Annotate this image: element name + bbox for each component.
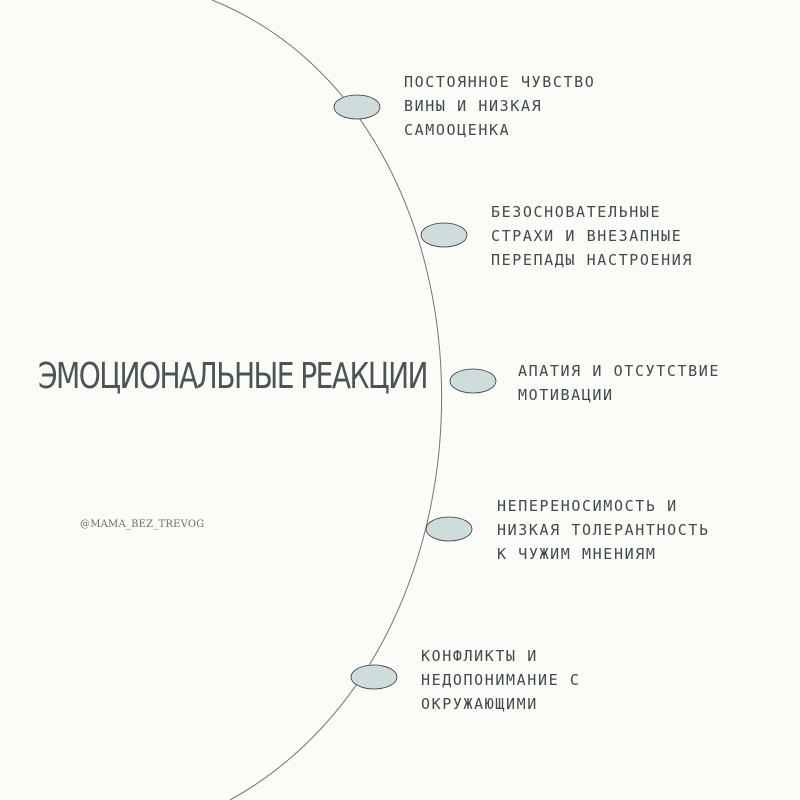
timeline-node-3 [449, 368, 497, 394]
reaction-item-line: НЕПЕРЕНОСИМОСТЬ И [497, 497, 678, 515]
timeline-node-5 [350, 664, 398, 690]
timeline-node-2 [420, 222, 468, 248]
reaction-item-line: ПЕРЕПАДЫ НАСТРОЕНИЯ [491, 251, 693, 269]
timeline-node-1 [333, 94, 381, 120]
timeline-node-4 [425, 516, 473, 542]
reaction-item-line: К ЧУЖИМ МНЕНИЯМ [497, 545, 657, 563]
diagram-title: ЭМОЦИОНАЛЬНЫЕ РЕАКЦИИ [38, 356, 429, 397]
reaction-item-line: ПОСТОЯННОЕ ЧУВСТВО [404, 73, 596, 91]
reaction-item-1: ПОСТОЯННОЕ ЧУВСТВО ВИНЫ И НИЗКАЯ САМООЦЕ… [404, 70, 595, 142]
author-handle: @MAMA_BEZ_TREVOG [80, 519, 205, 530]
reaction-item-line: НЕДОПОНИМАНИЕ С [421, 671, 581, 689]
reaction-item-line: СТРАХИ И ВНЕЗАПНЫЕ [491, 227, 683, 245]
reaction-item-4: НЕПЕРЕНОСИМОСТЬ И НИЗКАЯ ТОЛЕРАНТНОСТЬ К… [497, 494, 710, 566]
reaction-item-line: БЕЗОСНОВАТЕЛЬНЫЕ [491, 203, 662, 221]
reaction-item-3: АПАТИЯ И ОТСУТСТВИЕ МОТИВАЦИИ [518, 359, 720, 407]
reaction-item-5: КОНФЛИКТЫ И НЕДОПОНИМАНИЕ С ОКРУЖАЮЩИМИ [421, 644, 580, 716]
reaction-item-line: ВИНЫ И НИЗКАЯ [404, 97, 543, 115]
reaction-item-line: АПАТИЯ И ОТСУТСТВИЕ [518, 362, 720, 380]
reaction-item-2: БЕЗОСНОВАТЕЛЬНЫЕ СТРАХИ И ВНЕЗАПНЫЕ ПЕРЕ… [491, 200, 693, 272]
timeline-arc [211, 0, 443, 800]
reaction-item-line: МОТИВАЦИИ [518, 386, 614, 404]
reaction-item-line: НИЗКАЯ ТОЛЕРАНТНОСТЬ [497, 521, 710, 539]
reaction-item-line: САМООЦЕНКА [404, 121, 511, 139]
reaction-item-line: КОНФЛИКТЫ И [421, 647, 538, 665]
reaction-item-line: ОКРУЖАЮЩИМИ [421, 695, 538, 713]
